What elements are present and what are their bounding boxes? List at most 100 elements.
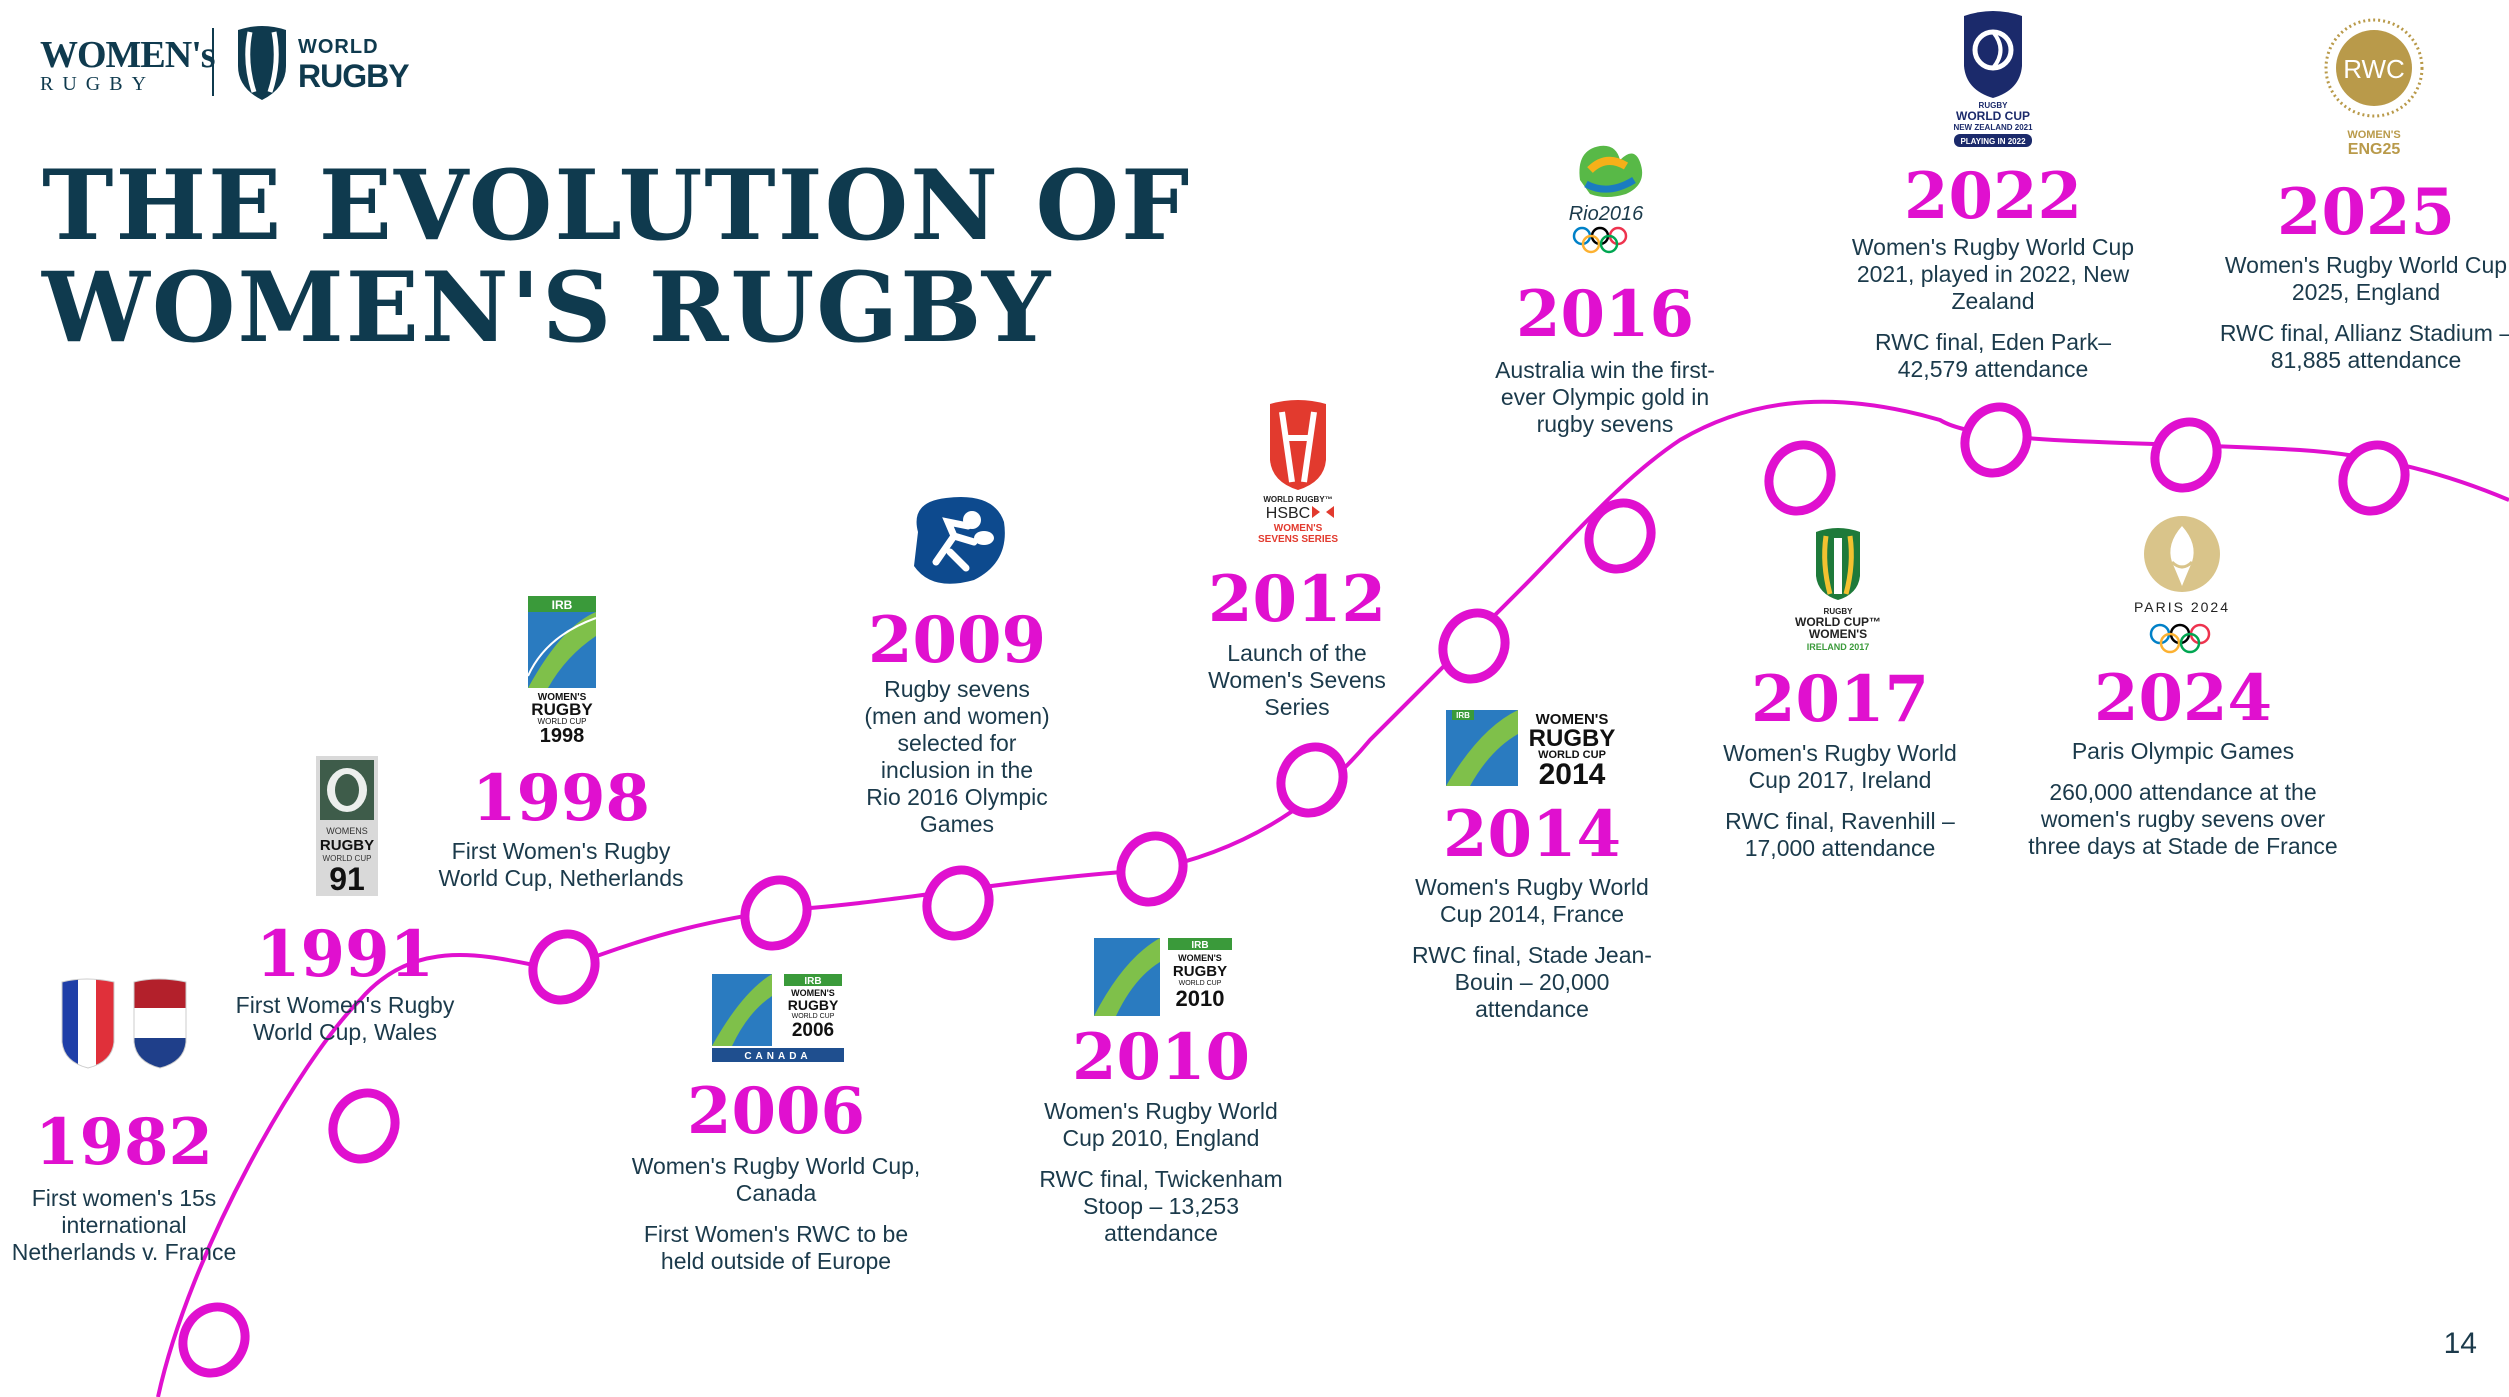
wrwc06-year: 2006 bbox=[792, 1020, 834, 1041]
wrwc91-line3: WORLD CUP bbox=[323, 854, 372, 863]
timeline-marker-2016 bbox=[1584, 498, 1656, 574]
timeline-marker-1998 bbox=[528, 929, 600, 1005]
event-description-1982: First women's 15s international Netherla… bbox=[0, 1185, 249, 1280]
logo-womens-text: WOMEN's bbox=[40, 34, 216, 76]
event-line: First women's 15s international Netherla… bbox=[11, 1185, 237, 1265]
page-number: 14 bbox=[2443, 1327, 2477, 1360]
timeline-markers bbox=[178, 402, 2410, 1378]
title-line-2: WOMEN'S RUGBY bbox=[42, 251, 1053, 364]
wrwc10-worldcup: WORLD CUP bbox=[1179, 980, 1222, 987]
event-description-1991: First Women's Rugby World Cup, Wales bbox=[235, 992, 455, 1060]
wrwc91-line1: WOMENS bbox=[326, 826, 368, 836]
event-line: RWC final, Ravenhill – 17,000 attendance bbox=[1725, 808, 1955, 861]
event-year-2025: 2025 bbox=[2276, 175, 2456, 250]
timeline-marker-2006 bbox=[740, 875, 812, 951]
event-year-1998: 1998 bbox=[471, 761, 651, 836]
hsbc-line2: HSBC bbox=[1266, 505, 1310, 522]
wrwc98-year: 1998 bbox=[540, 725, 585, 746]
timeline-marker-2012 bbox=[1276, 742, 1348, 818]
wrwc17-line1: RUGBY bbox=[1824, 607, 1854, 616]
wrwc-2010-logo-icon: IRB WOMEN'S RUGBY WORLD CUP 2010 bbox=[1094, 938, 1232, 1016]
rio-text: Rio2016 bbox=[1569, 203, 1644, 225]
hsbc-line3: WOMEN'S bbox=[1274, 523, 1323, 534]
event-line: RWC final, Eden Park– 42,579 attendance bbox=[1874, 329, 2112, 382]
wrwc10-rugby: RUGBY bbox=[1173, 963, 1227, 980]
wrwc91-line2: RUGBY bbox=[320, 837, 374, 854]
wrwc98-worldcup: WORLD CUP bbox=[538, 717, 587, 726]
wrwc-2006-logo-icon: IRB WOMEN'S RUGBY WORLD CUP 2006 CANADA bbox=[712, 972, 844, 1062]
wrwc17-line3: WOMEN'S bbox=[1809, 627, 1867, 641]
timeline-marker-1991 bbox=[328, 1088, 400, 1164]
wrwc14-irb: IRB bbox=[1456, 711, 1470, 720]
event-line: Women's Rugby World Cup 2017, Ireland bbox=[1723, 740, 1957, 793]
event-line: Rugby sevens (men and women) selected fo… bbox=[864, 676, 1050, 837]
event-line: Paris Olympic Games bbox=[2071, 738, 2295, 764]
timeline-marker-2017 bbox=[1764, 440, 1836, 516]
timeline-marker-2024 bbox=[2150, 417, 2222, 493]
event-year-2014: 2014 bbox=[1442, 797, 1622, 872]
event-line: First Women's RWC to be held outside of … bbox=[643, 1221, 909, 1274]
wrwc17-line4: IRELAND 2017 bbox=[1807, 642, 1870, 652]
wrwc-1998-logo-icon: IRB WOMEN'S RUGBY WORLD CUP 1998 bbox=[527, 596, 597, 746]
event-description-2009: Rugby sevens (men and women) selected fo… bbox=[862, 676, 1052, 852]
eng25-womens: WOMEN'S bbox=[2347, 129, 2400, 141]
world-rugby-logo: WORLD RUGBY bbox=[232, 22, 410, 102]
hsbc-line1: WORLD RUGBY™ bbox=[1263, 495, 1332, 504]
wrwc98-rugby: RUGBY bbox=[531, 700, 593, 719]
event-year-2022: 2022 bbox=[1903, 159, 2083, 234]
wrwc06-worldcup: WORLD CUP bbox=[792, 1013, 835, 1020]
event-line: Launch of the Women's Sevens Series bbox=[1208, 640, 1386, 720]
hsbc-sevens-series-logo-icon: WORLD RUGBY™ HSBC WOMEN'S SEVENS SERIES bbox=[1258, 400, 1338, 545]
logo-divider bbox=[212, 28, 214, 96]
event-year-2016: 2016 bbox=[1515, 277, 1695, 352]
page-title: THE EVOLUTION OF WOMEN'S RUGBY bbox=[42, 155, 1242, 359]
paris-text: PARIS 2024 bbox=[2134, 599, 2230, 615]
rwc21-line3: NEW ZEALAND 2021 bbox=[1953, 123, 2033, 132]
wrwc06-womens: WOMEN'S bbox=[791, 988, 835, 998]
rugby-sevens-pictogram-icon bbox=[914, 497, 1005, 584]
wrwc10-irb: IRB bbox=[1191, 940, 1208, 951]
wrwc17-line2: WORLD CUP™ bbox=[1795, 615, 1881, 629]
timeline-marker-2009 bbox=[922, 865, 994, 941]
event-line: Australia win the first-ever Olympic gol… bbox=[1495, 357, 1715, 437]
timeline-marker-2022 bbox=[1960, 402, 2032, 478]
wrwc10-womens: WOMEN'S bbox=[1178, 953, 1222, 963]
wrwc-2014-logo-icon: IRB WOMEN'S RUGBY WORLD CUP 2014 bbox=[1446, 710, 1616, 788]
event-year-2017: 2017 bbox=[1750, 662, 1930, 737]
event-line: Women's Rugby World Cup 2010, England bbox=[1044, 1098, 1278, 1151]
womens-eng25-logo-icon: RWC WOMEN'S ENG25 bbox=[2324, 18, 2424, 158]
event-year-1991: 1991 bbox=[255, 917, 435, 992]
event-description-1998: First Women's Rugby World Cup, Netherlan… bbox=[436, 838, 686, 906]
logo-rugby-text: RUGBY bbox=[40, 73, 156, 95]
eng25-rwc: RWC bbox=[2343, 54, 2405, 84]
rwc-2021-nz-logo-icon: RUGBY WORLD CUP NEW ZEALAND 2021 PLAYING… bbox=[1953, 11, 2033, 147]
event-line: Women's Rugby World Cup 2025, England bbox=[2224, 252, 2508, 305]
wrwc14-rugby: RUGBY bbox=[1529, 725, 1616, 752]
wrwc14-worldcup: WORLD CUP bbox=[1538, 749, 1606, 761]
wrwc-2017-logo-icon: RUGBY WORLD CUP™ WOMEN'S IRELAND 2017 bbox=[1795, 528, 1881, 652]
wrwc06-rugby: RUGBY bbox=[788, 997, 839, 1013]
wrwc06-irb: IRB bbox=[804, 976, 821, 987]
timeline-marker-2025 bbox=[2338, 440, 2410, 516]
event-year-1982: 1982 bbox=[34, 1105, 214, 1180]
wrwc14-year: 2014 bbox=[1539, 758, 1606, 788]
event-line: Women's Rugby World Cup 2021, played in … bbox=[1851, 234, 2135, 314]
rwc21-line2: WORLD CUP bbox=[1956, 109, 2030, 123]
event-line: Women's Rugby World Cup 2014, France bbox=[1415, 874, 1649, 927]
rio-2016-logo-icon: Rio2016 bbox=[1569, 145, 1644, 254]
timeline-marker-2014 bbox=[1438, 608, 1510, 684]
world-rugby-shield-icon bbox=[238, 26, 286, 100]
logo-world-text: WORLD bbox=[298, 36, 379, 58]
rwc21-line4: PLAYING IN 2022 bbox=[1960, 137, 2026, 146]
event-year-2006: 2006 bbox=[686, 1074, 866, 1149]
event-year-2024: 2024 bbox=[2093, 661, 2273, 736]
event-year-2010: 2010 bbox=[1071, 1020, 1251, 1095]
timeline-marker-1982 bbox=[178, 1302, 250, 1378]
event-description-2022: Women's Rugby World Cup 2021, played in … bbox=[1838, 234, 2148, 397]
event-description-2012: Launch of the Women's Sevens Series bbox=[1197, 640, 1397, 735]
wrwc-1991-logo-icon: WOMENS RUGBY WORLD CUP 91 bbox=[316, 756, 378, 896]
